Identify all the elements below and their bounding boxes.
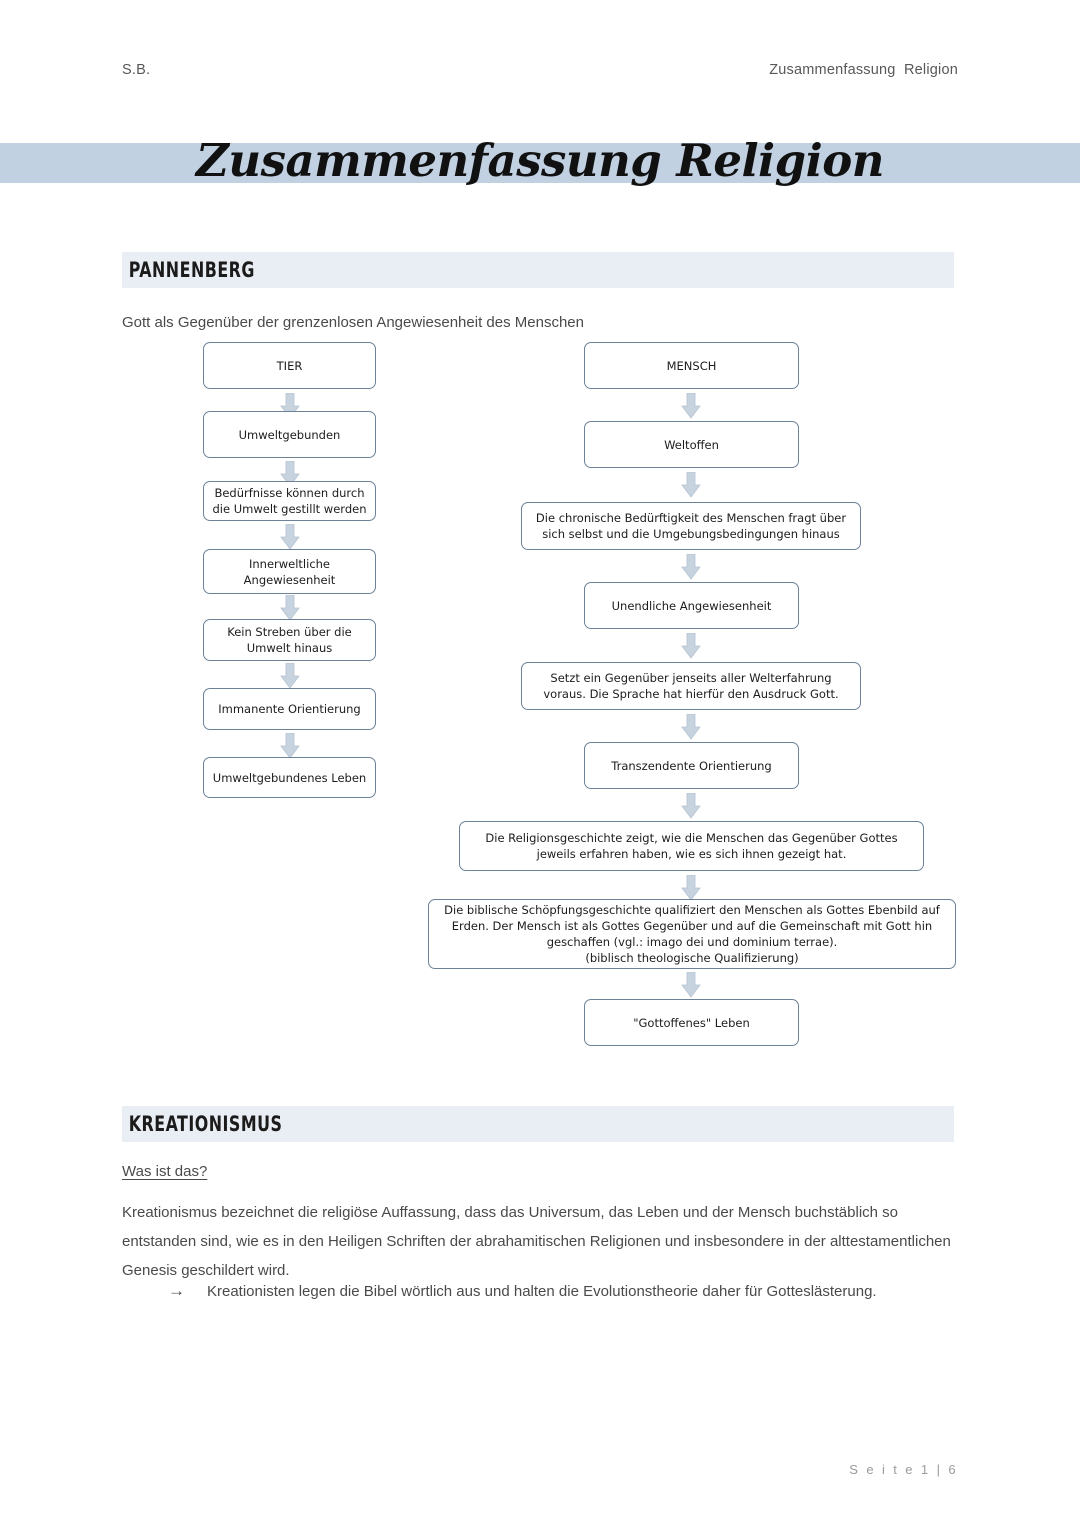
flow-arrow-right-7: [681, 875, 701, 901]
page-number: S e i t e 1 | 6: [849, 1462, 958, 1477]
flow-box-left-6: Immanente Orientierung: [203, 688, 376, 730]
title-banner: [0, 143, 1080, 183]
section-title-text: PANNENBERG: [128, 258, 255, 282]
flow-box-right-5: Setzt ein Gegenüber jenseits aller Welte…: [521, 662, 861, 710]
flow-arrow-left-3: [280, 524, 300, 550]
flow-box-left-4: Innerweltliche Angewiesenheit: [203, 549, 376, 594]
flow-arrow-right-3: [681, 554, 701, 580]
flow-arrow-right-6: [681, 793, 701, 819]
flow-box-left-1: TIER: [203, 342, 376, 389]
flow-arrow-right-2: [681, 472, 701, 498]
flow-box-left-7: Umweltgebundenes Leben: [203, 757, 376, 798]
flow-arrow-left-4: [280, 595, 300, 621]
flow-box-right-1: MENSCH: [584, 342, 799, 389]
flow-arrow-right-4: [681, 633, 701, 659]
flow-arrow-left-2: [280, 461, 300, 487]
pannenberg-intro: Gott als Gegenüber der grenzenlosen Ange…: [122, 314, 584, 331]
kreationismus-bullet-text: Kreationisten legen die Bibel wörtlich a…: [207, 1283, 877, 1300]
flow-arrow-right-5: [681, 714, 701, 740]
flow-arrow-left-5: [280, 663, 300, 689]
running-header: S.B. Zusammenfassung Religion: [122, 62, 958, 78]
flow-box-right-9: "Gottoffenes" Leben: [584, 999, 799, 1046]
page-title: Zusammenfassung Religion: [196, 134, 884, 187]
flow-box-left-3: Bedürfnisse können durch die Umwelt gest…: [203, 481, 376, 521]
header-author: S.B.: [122, 62, 151, 78]
right-arrow-icon: →: [168, 1281, 185, 1300]
kreationismus-bullet: → Kreationisten legen die Bibel wörtlich…: [168, 1282, 958, 1300]
flow-arrow-right-1: [681, 393, 701, 419]
flow-box-right-3: Die chronische Bedürftigkeit des Mensche…: [521, 502, 861, 550]
page-footer: S e i t e 1 | 6: [122, 1462, 958, 1477]
flow-box-right-8: Die biblische Schöpfungsgeschichte quali…: [428, 899, 956, 969]
header-doc-name: Zusammenfassung Religion: [769, 62, 958, 78]
flow-box-right-4: Unendliche Angewiesenheit: [584, 582, 799, 629]
flow-box-right-6: Transzendente Orientierung: [584, 742, 799, 789]
section-heading-pannenberg: PANNENBERG: [122, 252, 954, 288]
flow-box-right-2: Weltoffen: [584, 421, 799, 468]
section-title-text: KREATIONISMUS: [128, 1112, 283, 1136]
kreationismus-paragraph: Kreationismus bezeichnet die religiöse A…: [122, 1204, 951, 1279]
flow-box-left-5: Kein Streben über die Umwelt hinaus: [203, 619, 376, 661]
flow-box-right-7: Die Religionsgeschichte zeigt, wie die M…: [459, 821, 924, 871]
flow-arrow-left-6: [280, 733, 300, 759]
kreationismus-subheading: Was ist das?: [122, 1163, 208, 1180]
flow-arrow-right-8: [681, 972, 701, 998]
flow-box-left-2: Umweltgebunden: [203, 411, 376, 458]
section-heading-kreationismus: KREATIONISMUS: [122, 1106, 954, 1142]
